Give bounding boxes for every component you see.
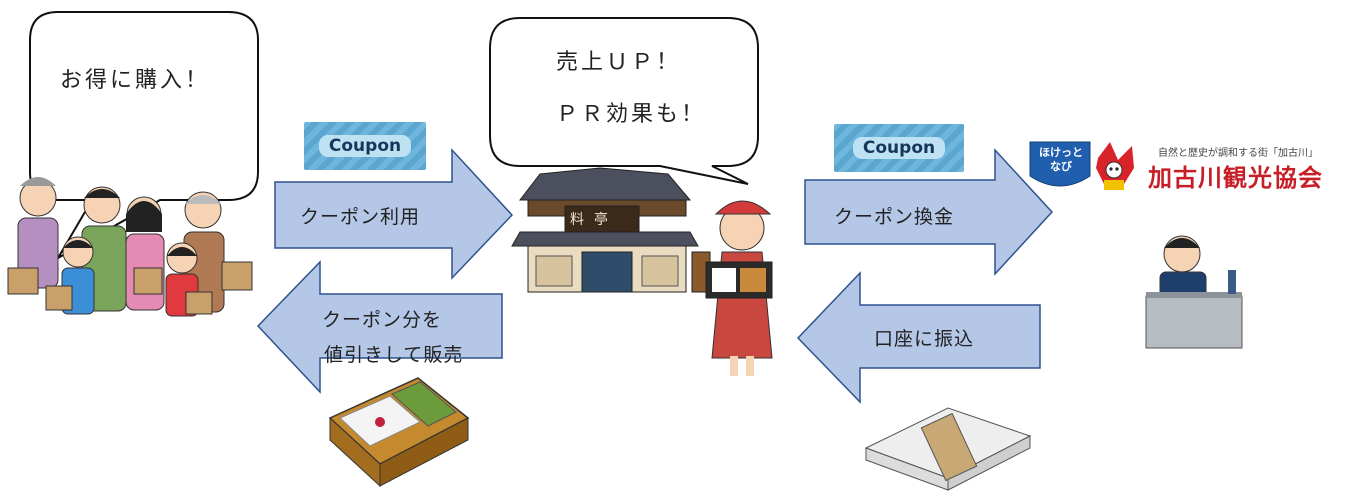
restaurant-illustration bbox=[511, 167, 699, 293]
pocket-navi-logo bbox=[1029, 141, 1091, 187]
organization-name: 加古川観光協会 bbox=[1148, 164, 1323, 192]
arrow-discount-sale bbox=[256, 260, 503, 394]
logo-text: ほけっと なび bbox=[1039, 146, 1083, 173]
coupon-badge-left: Coupon bbox=[304, 122, 426, 170]
office-worker-illustration bbox=[1145, 235, 1243, 349]
discount-label-line2: 値引きして販売 bbox=[324, 344, 464, 366]
arrow-coupon-exchange bbox=[804, 148, 1054, 276]
shop-bubble-line2: ＰＲ効果も！ bbox=[556, 102, 707, 127]
mascot-icon bbox=[1096, 142, 1134, 190]
shop-bubble-line1: 売上ＵＰ！ bbox=[556, 50, 682, 75]
shop-sign: 料亭 bbox=[570, 212, 618, 228]
coupon-badge-left-text: Coupon bbox=[318, 135, 412, 157]
coupon-use-label: クーポン利用 bbox=[300, 206, 421, 228]
waitress-illustration bbox=[691, 200, 773, 376]
cash-stack-illustration bbox=[864, 407, 1032, 491]
coupon-badge-right-text: Coupon bbox=[852, 137, 946, 159]
organization-tagline: 自然と歴史が調和する街「加古川」 bbox=[1158, 148, 1318, 159]
coupon-badge-right: Coupon bbox=[834, 124, 964, 172]
family-illustration bbox=[7, 177, 253, 317]
arrow-coupon-use bbox=[274, 148, 514, 280]
coupon-exchange-label: クーポン換金 bbox=[834, 206, 955, 228]
customer-bubble-text: お得に購入！ bbox=[60, 68, 211, 93]
shop-speech-bubble bbox=[489, 17, 759, 185]
bento-illustration bbox=[328, 377, 470, 488]
discount-label-line1: クーポン分を bbox=[322, 309, 443, 331]
bank-transfer-label: 口座に振込 bbox=[874, 328, 975, 350]
arrow-bank-transfer bbox=[796, 271, 1041, 404]
